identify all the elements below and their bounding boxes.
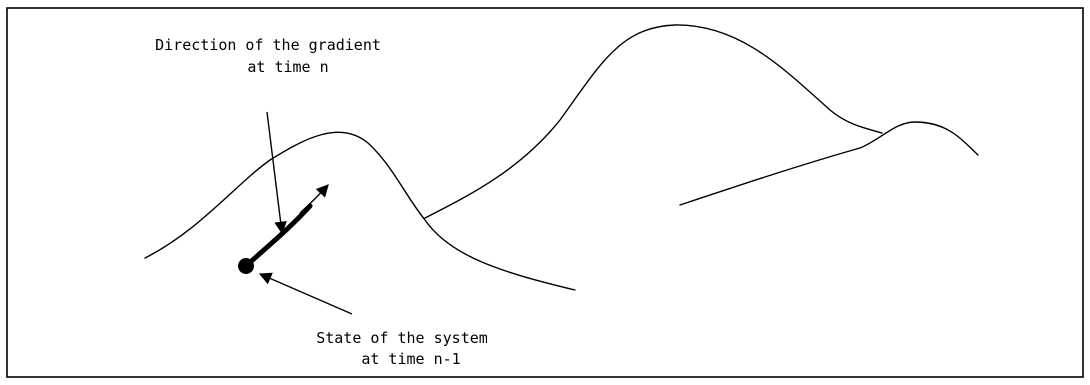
left-hill-curve [144,131,576,291]
right-ridge-curve [679,121,979,206]
state-label-line2: at time n-1 [361,350,460,368]
gradient-step-arrow [243,203,313,269]
figure-frame [6,7,1084,378]
gradient-label-line2: at time n [247,58,328,76]
state-label-line1: State of the system [316,329,488,347]
state-label-pointer [258,272,353,315]
big-hill-curve [424,24,883,219]
gradient-label-line1: Direction of the gradient [155,36,381,54]
gradient-direction-arrow [299,184,329,214]
gradient-label-pointer [266,111,287,235]
